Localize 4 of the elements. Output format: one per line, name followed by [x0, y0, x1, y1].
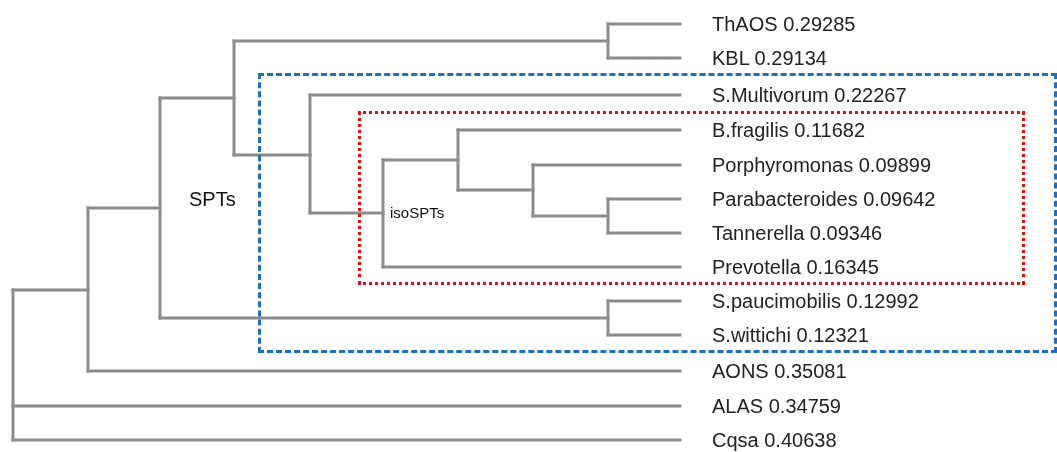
taxon-label: B.fragilis 0.11682: [712, 119, 866, 141]
taxon-label: S.paucimobilis 0.12992: [712, 290, 919, 312]
taxon-label: Porphyromonas 0.09899: [712, 154, 932, 176]
group-label: isoSPTs: [388, 204, 447, 221]
